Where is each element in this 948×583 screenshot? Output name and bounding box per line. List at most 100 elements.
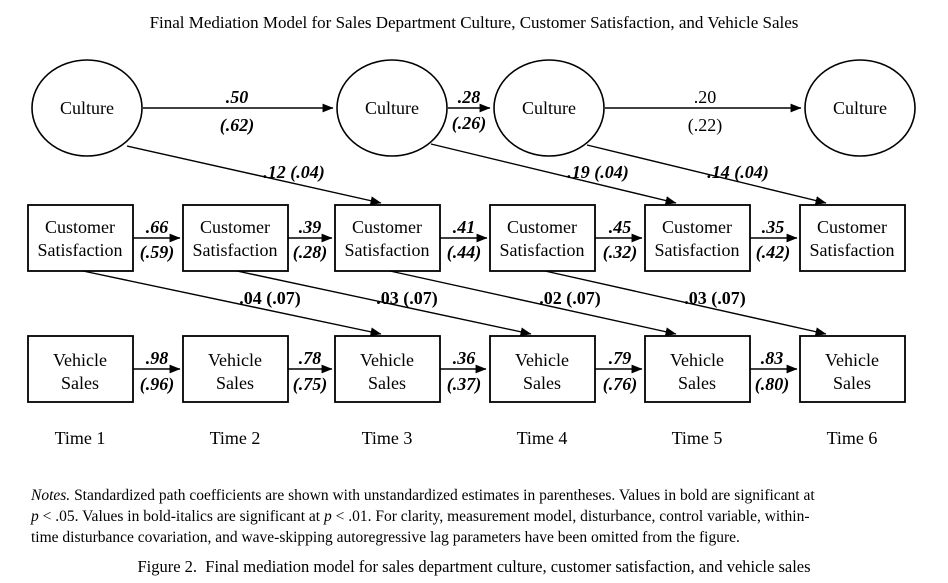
vs-node-t3 [334,335,441,403]
cs-vs-label-1: .04 (.07) [239,288,301,309]
culture-cs-arrow-1 [126,145,382,206]
cs-path-unstd-4: (.32) [603,242,638,263]
cs-node-label: Customer [662,217,732,237]
time-label-5: Time 5 [672,428,723,448]
culture-node-label: Culture [833,98,887,118]
cs-autoregressive-paths: .66 (.59) .39 (.28) .41 (.44) .45 (.32) … [133,217,798,263]
culture-cs-label-2: .19 (.04) [567,162,629,183]
culture-cs-arrow-2 [430,143,677,205]
cs-path-unstd-1: (.59) [140,242,175,263]
vs-node-label: Vehicle [670,350,724,370]
cs-node-t3 [334,204,441,272]
notes-text: < .05. Values in bold-italics are signif… [38,508,324,525]
culture-cs-arrow-3 [586,144,827,205]
cs-node-label: Customer [45,217,115,237]
culture-node-t4 [493,59,605,157]
vs-path-unstd-4: (.76) [603,374,638,395]
culture-cs-label-3: .14 (.04) [707,162,769,183]
cs-path-unstd-2: (.28) [293,242,328,263]
cs-path-std-4: .45 [609,217,632,237]
notes-text: time disturbance covariation, and wave-s… [31,529,740,546]
vs-node-t6 [799,335,906,403]
mediation-model-diagram: Culture Culture Culture Culture Customer… [27,59,916,448]
vs-path-unstd-5: (.80) [755,374,790,395]
vs-path-std-1: .98 [146,348,169,368]
vs-path-std-2: .78 [299,348,322,368]
figure-caption: Figure 2. Final mediation model for sale… [137,557,811,576]
cs-node-label: Satisfaction [345,240,430,260]
vs-path-unstd-3: (.37) [447,374,482,395]
culture-node-label: Culture [522,98,576,118]
cs-path-unstd-5: (.42) [756,242,791,263]
cs-path-std-1: .66 [146,217,169,237]
vs-path-std-3: .36 [453,348,476,368]
cs-vs-arrow-2 [236,270,532,337]
time-label-1: Time 1 [55,428,106,448]
cs-vs-arrow-1 [82,270,382,337]
vs-path-unstd-2: (.75) [293,374,328,395]
culture-node-t1 [31,59,143,157]
time-label-4: Time 4 [517,428,568,448]
cs-node-label: Customer [352,217,422,237]
cs-node-t1 [27,204,134,272]
culture-row: Culture Culture Culture Culture [31,59,916,157]
culture-path-unstd-1: (.62) [220,115,255,136]
cs-node-label: Satisfaction [500,240,585,260]
culture-autoregressive-paths: .50 (.62) .28 (.26) .20 (.22) [143,87,802,136]
cs-node-label: Customer [507,217,577,237]
cs-node-t2 [182,204,289,272]
cs-vs-label-3: .02 (.07) [539,288,601,309]
figure-notes: Notes. Standardized path coefficients ar… [31,485,926,548]
time-label-2: Time 2 [210,428,261,448]
vs-node-t2 [182,335,289,403]
vs-node-label: Vehicle [825,350,879,370]
vs-node-t5 [644,335,751,403]
figure-title: Final Mediation Model for Sales Departme… [149,13,799,32]
culture-node-label: Culture [60,98,114,118]
notes-p-symbol: p [31,508,39,525]
cs-node-t4 [489,204,596,272]
cs-node-label: Customer [817,217,887,237]
vs-autoregressive-paths: .98 (.96) .78 (.75) .36 (.37) .79 (.76) … [133,348,798,395]
time-label-6: Time 6 [827,428,878,448]
vs-node-label: Vehicle [53,350,107,370]
notes-line-3: time disturbance covariation, and wave-s… [31,527,926,548]
cs-node-label: Satisfaction [810,240,895,260]
cs-to-vs-paths: .04 (.07) .03 (.07) .02 (.07) .03 (.07) [82,270,827,337]
culture-node-t3 [336,59,448,157]
cs-path-std-5: .35 [762,217,785,237]
notes-text: Standardized path coefficients are shown… [70,487,815,504]
cs-vs-arrow-4 [544,270,827,337]
vs-path-std-5: .83 [761,348,784,368]
culture-to-cs-paths: .12 (.04) .19 (.04) .14 (.04) [126,143,827,206]
culture-path-unstd-3: (.22) [688,115,723,136]
cs-vs-label-2: .03 (.07) [376,288,438,309]
notes-line-2: p < .05. Values in bold-italics are sign… [31,506,926,527]
culture-node-t6 [804,59,916,157]
culture-path-std-2: .28 [458,87,481,107]
culture-cs-label-1: .12 (.04) [263,162,325,183]
vs-node-label: Vehicle [360,350,414,370]
cs-path-unstd-3: (.44) [447,242,482,263]
vs-node-t1 [27,335,134,403]
vs-node-t4 [489,335,596,403]
cs-node-t5 [644,204,751,272]
culture-path-std-3: .20 [694,87,717,107]
cs-node-label: Satisfaction [193,240,278,260]
vs-path-std-4: .79 [609,348,632,368]
vehicle-sales-row: Vehicle Sales Vehicle Sales Vehicle Sale… [27,335,906,403]
notes-p-symbol: p [324,508,332,525]
time-label-3: Time 3 [362,428,413,448]
cs-node-label: Satisfaction [655,240,740,260]
vs-node-label: Sales [678,373,716,393]
cs-node-t6 [799,204,906,272]
vs-node-label: Sales [833,373,871,393]
notes-text: < .01. For clarity, measurement model, d… [331,508,810,525]
vs-node-label: Sales [368,373,406,393]
cs-path-std-2: .39 [299,217,322,237]
cs-node-label: Satisfaction [38,240,123,260]
culture-node-label: Culture [365,98,419,118]
cs-node-label: Customer [200,217,270,237]
vs-node-label: Sales [523,373,561,393]
